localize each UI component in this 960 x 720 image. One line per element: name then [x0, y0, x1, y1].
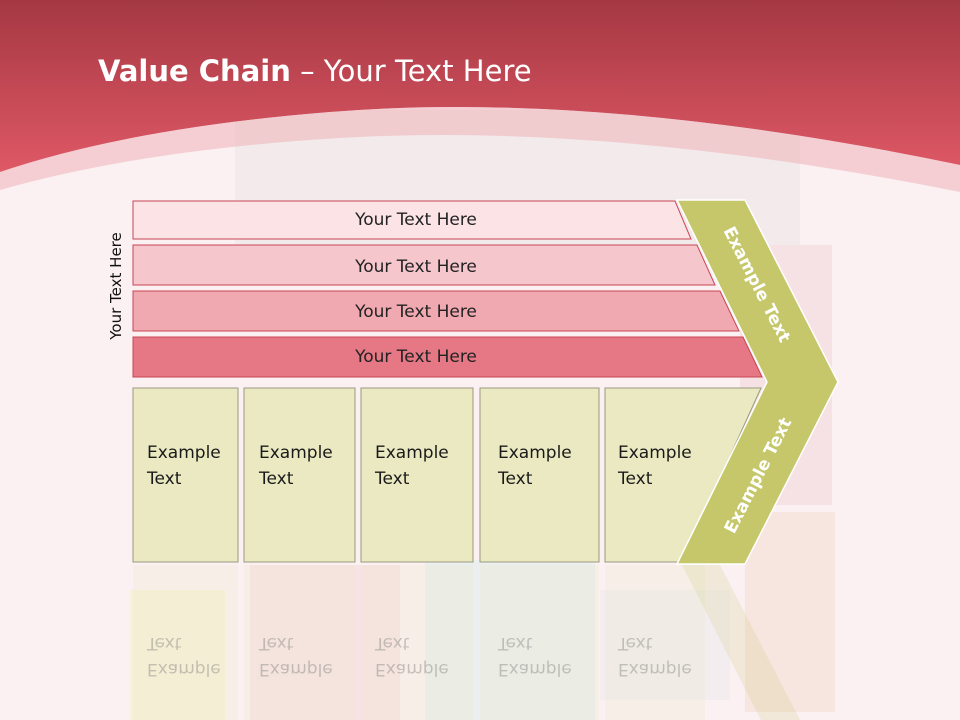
- primary-cell-text-2: Example Text: [259, 440, 333, 492]
- support-bar-label-2: Your Text Here: [354, 257, 477, 277]
- reflection-line: Text: [618, 633, 653, 653]
- primary-cell-1: [132, 387, 239, 563]
- cell-line-1: Example: [498, 443, 572, 463]
- reflection-line: Text: [147, 633, 182, 653]
- cell-line-2: Text: [618, 469, 653, 489]
- cell-line-2: Text: [375, 469, 410, 489]
- primary-cell-3: [360, 387, 474, 563]
- reflection-text-3: Example Text: [375, 630, 449, 682]
- reflection-line: Text: [259, 633, 294, 653]
- primary-cell-4: [479, 387, 600, 563]
- support-bar-label-4: Your Text Here: [354, 347, 477, 367]
- cell-line-1: Example: [375, 443, 449, 463]
- slide-title: Value Chain – Your Text Here: [98, 54, 532, 88]
- support-bar-3: [132, 290, 740, 332]
- reflection-line: Example: [259, 659, 333, 679]
- title-rest: – Your Text Here: [290, 54, 532, 88]
- reflection-line: Text: [498, 633, 533, 653]
- cell-line-1: Example: [618, 443, 692, 463]
- support-bar-2: [132, 244, 716, 286]
- reflection-line: Example: [375, 659, 449, 679]
- cell-line-2: Text: [147, 469, 182, 489]
- title-bold: Value Chain: [98, 54, 291, 88]
- cell-line-1: Example: [259, 443, 333, 463]
- reflection-text-1: Example Text: [147, 630, 221, 682]
- support-bar-label-1: Your Text Here: [354, 210, 477, 230]
- support-bar-label-3: Your Text Here: [354, 302, 477, 322]
- support-bar-4: [132, 336, 763, 378]
- cell-line-2: Text: [259, 469, 294, 489]
- reflection-line: Example: [618, 659, 692, 679]
- reflection-line: Example: [498, 659, 572, 679]
- reflection-text-5: Example Text: [618, 630, 692, 682]
- reflection-line: Example: [147, 659, 221, 679]
- reflection-text-4: Example Text: [498, 630, 572, 682]
- reflection-line: Text: [375, 633, 410, 653]
- margin-chevron: [675, 199, 839, 565]
- primary-cell-text-1: Example Text: [147, 440, 221, 492]
- cell-line-2: Text: [498, 469, 533, 489]
- primary-cell-text-5: Example Text: [618, 440, 692, 492]
- primary-cell-2: [243, 387, 356, 563]
- primary-cell-text-4: Example Text: [498, 440, 572, 492]
- reflection-text-2: Example Text: [259, 630, 333, 682]
- support-bar-1: [132, 200, 692, 240]
- cell-line-1: Example: [147, 443, 221, 463]
- primary-cell-text-3: Example Text: [375, 440, 449, 492]
